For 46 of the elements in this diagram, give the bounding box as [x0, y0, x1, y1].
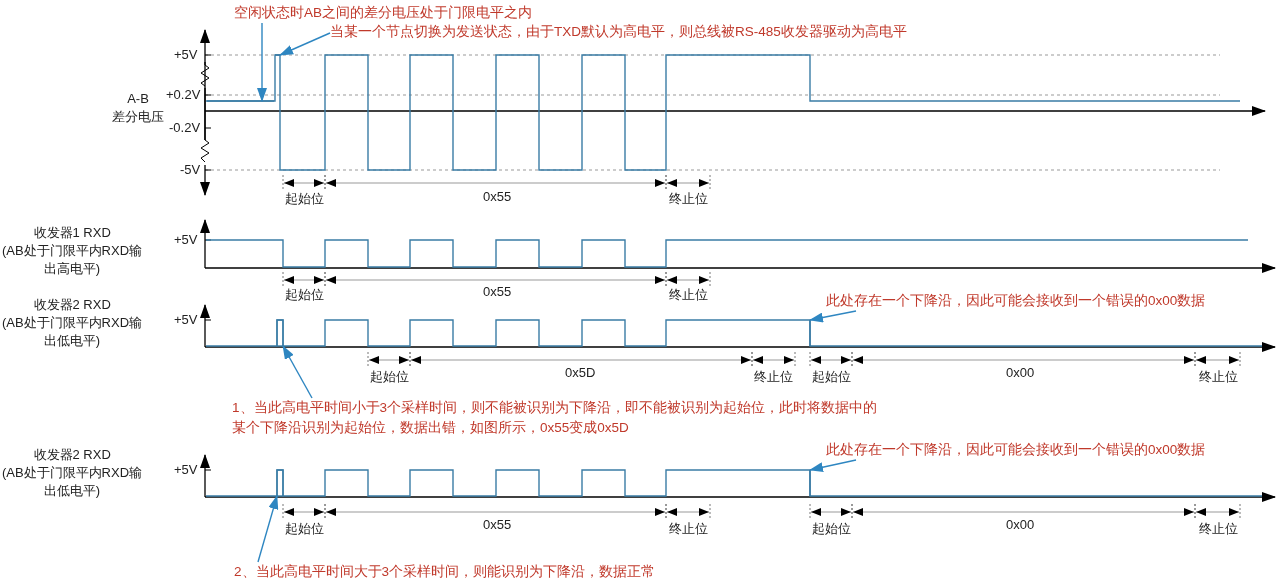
callout-note: 此处存在一个下降沿，因此可能会接收到一个错误的0x00数据 [826, 291, 1206, 311]
bit-field-label: 0x00 [1006, 516, 1035, 534]
bit-field-label: 起始位 [284, 190, 324, 208]
signal-label: 收发器2 RXD [33, 446, 111, 464]
bit-field-label: 终止位 [753, 368, 793, 386]
bit-field-label: 0x55 [483, 516, 512, 534]
callout-note: 当某一个节点切换为发送状态，由于TXD默认为高电平，则总线被RS-485收发器驱动为高电平 [330, 22, 907, 42]
voltage-tick-label: +5V [174, 231, 198, 249]
bit-field-label: 起始位 [811, 368, 851, 386]
bit-field-label: 0x55 [483, 188, 512, 206]
signal-note: (AB处于门限平内RXD输出低电平) [0, 314, 144, 350]
bit-field-label: 终止位 [1198, 368, 1238, 386]
signal-note: (AB处于门限平内RXD输出高电平) [0, 242, 144, 278]
narrow-pulse [276, 319, 284, 347]
bit-field-label: 终止位 [1198, 520, 1238, 538]
voltage-tick-label: +5V [174, 461, 198, 479]
leader-arrow [257, 495, 279, 563]
voltage-tick-label: -5V [180, 161, 201, 179]
leader-arrow [279, 32, 331, 56]
callout-note: 空闲状态时AB之间的差分电压处于门限电平之内 [234, 3, 532, 23]
signal-label: 收发器1 RXD [33, 224, 111, 242]
voltage-tick-label: -0.2V [169, 119, 201, 137]
bit-field-label: 起始位 [811, 520, 851, 538]
voltage-tick-label: +5V [174, 46, 198, 64]
bit-field-label: 0x55 [483, 283, 512, 301]
bit-field-label: 起始位 [284, 286, 324, 304]
leader-arrow [809, 459, 857, 473]
bit-field-label: 起始位 [284, 520, 324, 538]
voltage-tick-label: +5V [174, 311, 198, 329]
bit-field-label: 终止位 [668, 190, 708, 208]
voltage-tick-label: +0.2V [166, 86, 201, 104]
bit-field-label: 终止位 [668, 286, 708, 304]
bit-field-label: 终止位 [668, 520, 708, 538]
bit-field-label: 起始位 [369, 368, 409, 386]
signal-label: A-B 差分电压 [111, 90, 165, 126]
leader-arrow [809, 310, 857, 323]
narrow-pulse [276, 469, 284, 497]
bit-field-label: 0x5D [565, 364, 596, 382]
callout-note: 2、当此高电平时间大于3个采样时间，则能识别为下降沿，数据正常 [234, 562, 656, 582]
bit-field-label: 0x00 [1006, 364, 1035, 382]
signal-note: (AB处于门限平内RXD输出低电平) [0, 464, 144, 500]
signal-label: 收发器2 RXD [33, 296, 111, 314]
callout-note: 此处存在一个下降沿，因此可能会接收到一个错误的0x00数据 [826, 440, 1206, 460]
leader-arrow [282, 345, 313, 399]
callout-note: 1、当此高电平时间小于3个采样时间，则不能被识别为下降沿，即不能被识别为起始位，此时将数据中的某个下降沿识别为起始位，数据出错，如图所示，0x55变成0x5D [232, 398, 884, 438]
leader-arrow [257, 22, 267, 102]
